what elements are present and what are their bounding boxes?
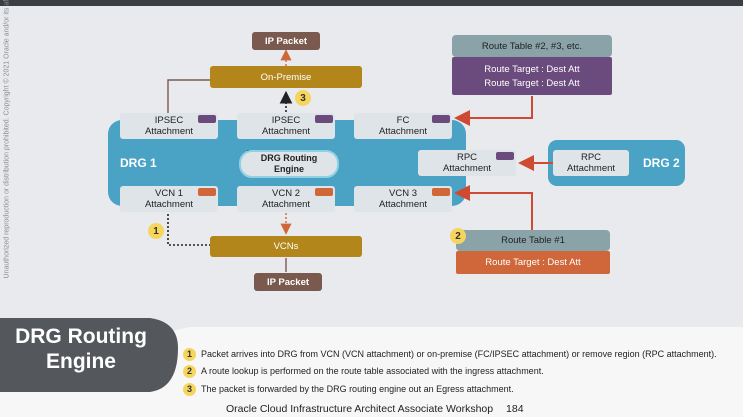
- vcn1-line1: VCN 1: [155, 188, 183, 199]
- legend-badge-2: 2: [183, 364, 196, 378]
- top-strip: [0, 0, 743, 6]
- rpc2-line2: Attachment: [566, 163, 616, 174]
- route-target-rt1: Route Target : Dest Att: [485, 257, 581, 268]
- drg1-label: DRG 1: [120, 156, 157, 170]
- badge-2: 2: [450, 228, 466, 244]
- engine-line2: Engine: [273, 164, 304, 174]
- route-table-1-title: Route Table #1: [501, 235, 565, 246]
- ip-packet-top: IP Packet: [252, 32, 320, 50]
- vcn3-attachment: VCN 3 Attachment: [354, 186, 452, 212]
- route-table-other-title: Route Table #2, #3, etc.: [481, 41, 583, 52]
- copyright-notice: Unauthorized reproduction or distributio…: [3, 0, 11, 279]
- legend-text-2: A route lookup is performed on the route…: [201, 366, 544, 376]
- footer: Oracle Cloud Infrastructure Architect As…: [226, 403, 524, 415]
- ipsec1-line2: Attachment: [144, 126, 194, 137]
- title-box: [0, 318, 178, 392]
- title-line1: DRG Routing: [15, 325, 147, 348]
- legend-item-1: 1 Packet arrives into DRG from VCN (VCN …: [183, 347, 717, 361]
- rpc-attachment-1: RPC Attachment: [418, 150, 516, 176]
- route-target-2: Route Target : Dest Att: [484, 78, 580, 89]
- rpc2-line1: RPC: [580, 152, 602, 163]
- orange-tag: [432, 188, 450, 196]
- fc-line2: Attachment: [378, 126, 428, 137]
- route-table-1-header: [456, 230, 610, 251]
- drg2-label: DRG 2: [643, 156, 680, 170]
- orange-tag: [315, 188, 333, 196]
- legend-item-2: 2 A route lookup is performed on the rou…: [183, 364, 544, 378]
- title-text: DRG Routing Engine: [6, 324, 156, 374]
- rpc1-line2: Attachment: [442, 163, 492, 174]
- arrow-rt-other-to-fc: [454, 96, 533, 126]
- legend-text-1: Packet arrives into DRG from VCN (VCN at…: [201, 349, 717, 359]
- badge-3: 3: [295, 90, 311, 106]
- vcn2-line2: Attachment: [261, 199, 311, 210]
- ipsec-attachment-2: IPSEC Attachment: [237, 113, 335, 139]
- vcn2-attachment: VCN 2 Attachment: [237, 186, 335, 212]
- fc-attachment: FC Attachment: [354, 113, 452, 139]
- title-line2: Engine: [45, 350, 116, 373]
- legend-text-3: The packet is forwarded by the DRG routi…: [201, 384, 514, 394]
- route-target-1: Route Target : Dest Att: [484, 64, 580, 75]
- rpc1-line1: RPC: [456, 152, 478, 163]
- on-premise-box: On-Premise: [210, 66, 362, 88]
- vcn1-attachment: VCN 1 Attachment: [120, 186, 218, 212]
- badge-1: 1: [148, 223, 164, 239]
- purple-tag: [432, 115, 450, 123]
- arrow-rt1-to-vcn3: [454, 185, 533, 230]
- purple-tag: [198, 115, 216, 123]
- rpc-attachment-2: RPC Attachment: [553, 150, 629, 176]
- footer-workshop: Oracle Cloud Infrastructure Architect As…: [226, 403, 494, 415]
- legend-badge-3: 3: [183, 382, 196, 396]
- ipsec2-line2: Attachment: [261, 126, 311, 137]
- vcn1-line2: Attachment: [144, 199, 194, 210]
- engine-line1: DRG Routing: [260, 153, 318, 163]
- fc-line1: FC: [396, 115, 410, 126]
- vcns-box: VCNs: [210, 236, 362, 257]
- ipsec-attachment-1: IPSEC Attachment: [120, 113, 218, 139]
- vcn2-line1: VCN 2: [272, 188, 300, 199]
- line-ipsec1-onprem: [167, 79, 210, 118]
- purple-tag: [315, 115, 333, 123]
- route-table-other-header: [452, 35, 612, 57]
- orange-tag: [198, 188, 216, 196]
- legend-badge-1: 1: [183, 347, 196, 361]
- ipsec2-line1: IPSEC: [271, 115, 301, 126]
- ipsec1-line1: IPSEC: [154, 115, 184, 126]
- footer-page: 184: [506, 403, 524, 415]
- legend-item-3: 3 The packet is forwarded by the DRG rou…: [183, 382, 514, 396]
- route-table-other-body: [452, 57, 612, 95]
- ip-packet-bottom: IP Packet: [254, 273, 322, 291]
- purple-tag: [496, 152, 514, 160]
- drg-routing-engine: DRG Routing Engine: [239, 150, 339, 178]
- vcn3-line2: Attachment: [378, 199, 428, 210]
- vcn3-line1: VCN 3: [389, 188, 417, 199]
- route-table-1-body: [456, 251, 610, 274]
- dotted-path-vcn: [167, 210, 210, 246]
